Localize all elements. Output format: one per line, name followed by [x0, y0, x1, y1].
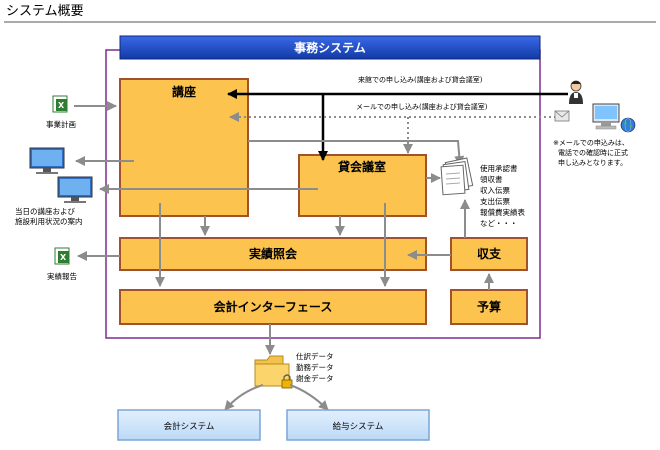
box-jisseki-label: 実績照会 — [249, 246, 298, 261]
mail-icon — [554, 110, 570, 122]
excel-icon: X — [52, 95, 68, 113]
system-title: 事務システム — [294, 40, 366, 55]
data-file-item: 仕訳データ — [296, 351, 334, 361]
data-file-item: 謝金データ — [296, 373, 334, 383]
doc-item: 使用承認書 — [480, 163, 518, 173]
excel-icon: X — [54, 247, 70, 265]
svg-text:X: X — [58, 101, 65, 110]
note-line: 電話での確認時に正式 — [558, 148, 628, 157]
note-line: ※メールでの申込みは、 — [553, 138, 629, 147]
doc-item: 報償費実績表 — [480, 207, 525, 217]
note-line: 申し込みとなります。 — [558, 158, 627, 167]
mail-note: ※メールでの申込みは、 電話での確認時に正式 申し込みとなります。 — [553, 138, 629, 167]
lock-icon — [281, 374, 293, 389]
box-kouza-label: 講座 — [172, 84, 196, 99]
flow-raikan — [227, 89, 568, 161]
box-shushi: 収支 — [450, 237, 528, 271]
external-kaikei-label: 会計システム — [164, 421, 215, 432]
data-file-item: 勤務データ — [296, 362, 334, 372]
box-shushi-label: 収支 — [477, 246, 502, 261]
label-jigyou-keikaku: 事業計画 — [46, 119, 76, 129]
box-kashikai-label: 貸会議室 — [338, 159, 386, 174]
monitor-icon — [29, 147, 65, 174]
svg-text:X: X — [60, 253, 67, 262]
box-kashikai: 貸会議室 — [298, 154, 427, 217]
flow-raikan-label: 来館での申し込み(講座および貸会議室) — [358, 75, 483, 84]
folder-icon — [254, 355, 290, 387]
doc-item: 領収書 — [480, 174, 503, 184]
external-arrows — [224, 384, 329, 411]
flow-mail-label: メールでの申し込み(講座および貸会議室) — [356, 102, 488, 111]
box-yosan-label: 予算 — [477, 299, 501, 314]
person-icon — [569, 80, 583, 104]
doc-item: 支出伝票 — [480, 196, 510, 206]
system-header — [119, 35, 541, 60]
label-annai-line1: 当日の講座および — [15, 206, 75, 216]
box-jisseki: 実績照会 — [119, 237, 427, 271]
box-kaikei-if-label: 会計インターフェース — [214, 299, 333, 314]
computer-icon — [592, 103, 620, 130]
doc-item: など・・・ — [480, 219, 518, 228]
external-kaikei-system: 会計システム — [117, 409, 261, 441]
box-yosan: 予算 — [450, 289, 528, 325]
box-kouza: 講座 — [119, 78, 249, 217]
globe-icon — [620, 117, 636, 133]
internal-arrows — [99, 140, 494, 355]
box-kaikei-if: 会計インターフェース — [119, 289, 427, 325]
monitor-icon — [57, 176, 93, 203]
external-kyuyo-label: 給与システム — [333, 421, 384, 432]
documents-list: 使用承認書 領収書 収入伝票 支出伝票 報償費実績表 など・・・ — [480, 163, 525, 228]
label-annai-line2: 施設利用状況の案内 — [15, 216, 83, 226]
flow-mail — [229, 112, 556, 154]
page-title: システム概要 — [6, 4, 84, 19]
doc-item: 収入伝票 — [480, 185, 510, 195]
external-kyuyo-system: 給与システム — [286, 409, 430, 441]
documents-icon — [440, 157, 474, 196]
data-file-list: 仕訳データ 勤務データ 謝金データ — [296, 351, 334, 383]
left-arrows — [74, 101, 134, 261]
label-jisseki-houkoku: 実績報告 — [47, 271, 77, 281]
